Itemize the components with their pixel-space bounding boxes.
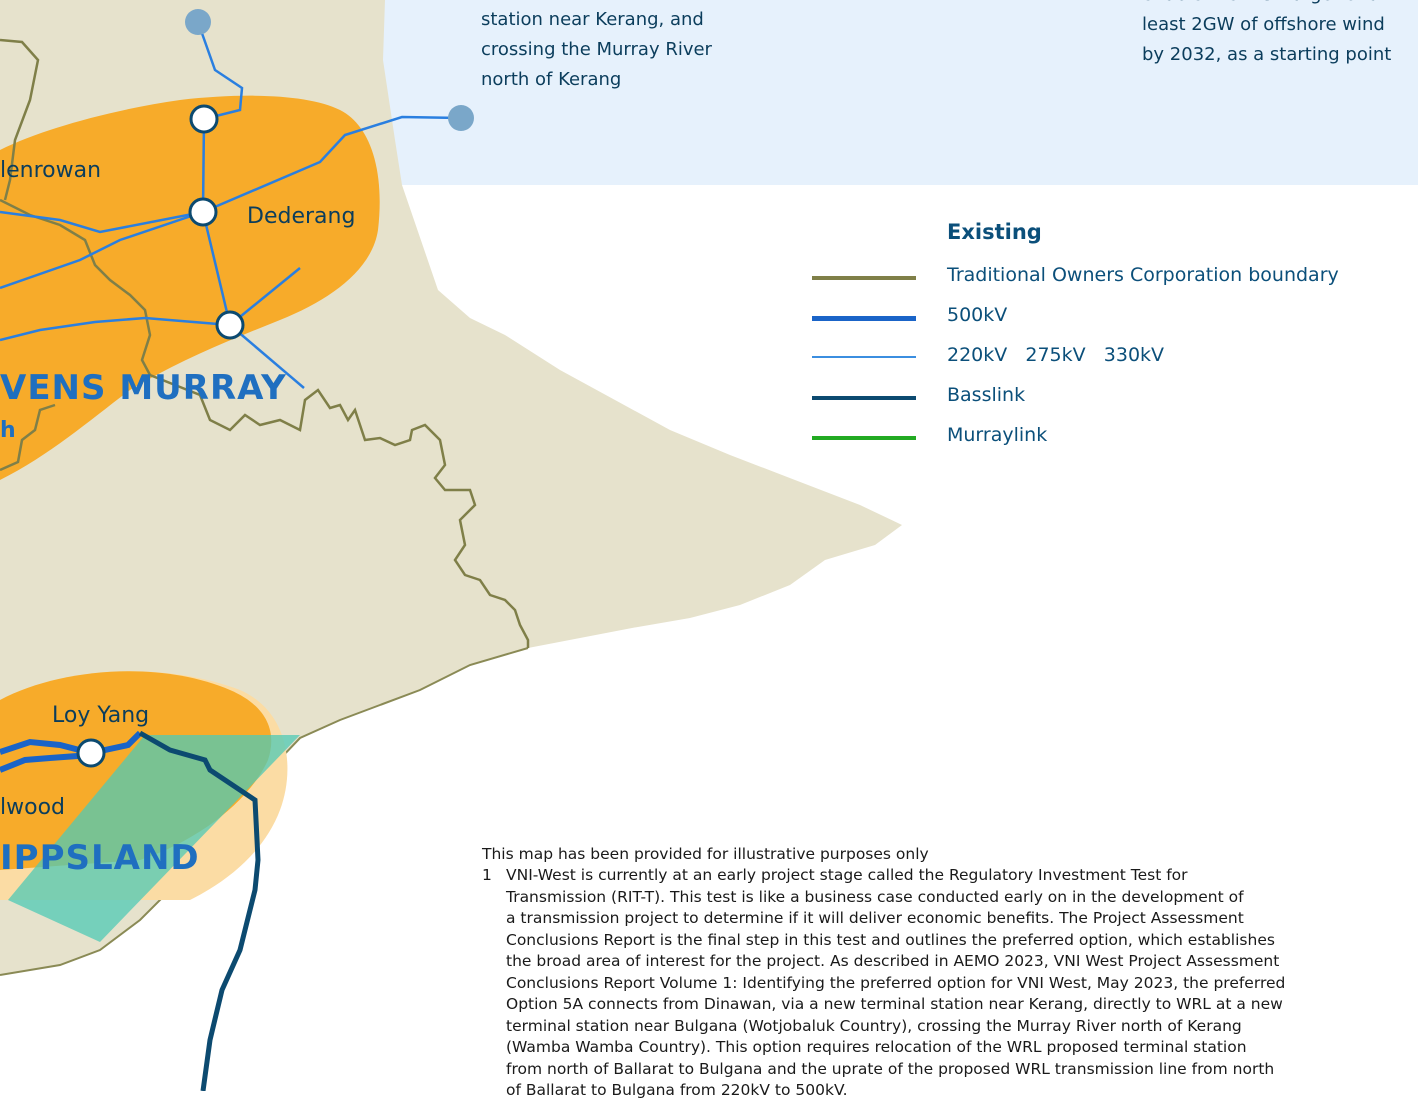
- substation-loy-yang: [76, 738, 106, 768]
- legend-item-basslink: Basslink: [812, 382, 1412, 412]
- legend-label: 500kV: [947, 304, 1008, 326]
- footnote-line: Conclusions Report Volume 1: Identifying…: [506, 973, 1286, 992]
- footnote-line: a transmission project to determine if i…: [506, 909, 1244, 927]
- legend-swatch-220kv: [812, 356, 916, 358]
- basslink-line: [138, 730, 261, 1091]
- top-note-right-line: by 2032, as a starting point: [1142, 44, 1392, 65]
- top-note-right-line: least 2GW of offshore wind: [1142, 14, 1385, 35]
- legend-label: Murraylink: [947, 424, 1048, 446]
- endpoint-north: [185, 9, 211, 35]
- top-note-middle-line: crossing the Murray River: [481, 39, 712, 60]
- to-boundary-west: [0, 403, 56, 472]
- footnote-line: terminal station near Bulgana (Wotjobalu…: [506, 1016, 1242, 1035]
- substations: [76, 104, 245, 768]
- legend-item-murraylink: Murraylink: [812, 422, 1412, 452]
- footnote-line: (Wamba Wamba Country). This option requi…: [506, 1038, 1247, 1056]
- footnotes: This map has been provided for illustrat…: [482, 843, 1418, 1102]
- place-label-loy-yang: Loy Yang: [52, 703, 150, 728]
- legend-label: Basslink: [947, 384, 1026, 406]
- footnote-line: Conclusions Report is the final step in …: [506, 930, 1275, 949]
- substation-north: [189, 104, 219, 134]
- top-note-middle: station near Kerang, and crossing the Mu…: [481, 5, 712, 95]
- legend-label: 220kV 275kV 330kV: [947, 344, 1165, 366]
- legend-swatch-to-boundary: [812, 276, 916, 280]
- legend-label: Traditional Owners Corporation boundary: [947, 264, 1339, 286]
- endpoint-east: [448, 105, 474, 131]
- top-note-middle-line: station near Kerang, and: [481, 9, 704, 30]
- top-note-right: enable the first target of at least 2GW …: [1142, 0, 1391, 70]
- ovens-murray-region: [0, 95, 380, 481]
- region-label-fragment: h: [0, 418, 17, 443]
- top-note-middle-line: north of Kerang: [481, 69, 622, 90]
- top-note-right-line: enable the first target of at: [1142, 0, 1391, 10]
- offshore-wind-zone: [8, 735, 300, 942]
- legend-title: Existing: [947, 220, 1042, 244]
- footnote-item: 1 VNI-West is currently at an early proj…: [482, 865, 1418, 1102]
- footnote-line: the broad area of interest for the proje…: [506, 952, 1280, 970]
- legend-item-to-boundary: Traditional Owners Corporation boundary: [812, 262, 1412, 292]
- legend-swatch-murraylink: [812, 436, 916, 440]
- disclaimer: This map has been provided for illustrat…: [482, 845, 929, 863]
- to-boundary-north: [0, 38, 40, 201]
- legend-item-220kv: 220kV 275kV 330kV: [812, 342, 1412, 372]
- place-label-dederang: Dederang: [247, 204, 356, 229]
- interconnector-endpoints: [185, 9, 474, 131]
- footnote-line: Transmission (RIT-T). This test is like …: [506, 887, 1244, 906]
- footnote-line: from north of Ballarat to Bulgana and th…: [506, 1059, 1275, 1078]
- region-label-ovens-murray: VENS MURRAY: [0, 368, 287, 408]
- region-label-gippsland: IPPSLAND: [0, 838, 200, 878]
- legend-swatch-500kv: [812, 316, 916, 321]
- legend-swatch-basslink: [812, 396, 916, 400]
- footnote-number: 1: [482, 866, 492, 884]
- to-boundary-murray: [0, 198, 530, 648]
- substation-south: [215, 310, 245, 340]
- footnote-line: Option 5A connects from Dinawan, via a n…: [506, 995, 1283, 1013]
- place-label-glenrowan: lenrowan: [0, 158, 102, 183]
- transmission-lines-220kv: [0, 21, 462, 389]
- legend-item-500kv: 500kV: [812, 302, 1412, 332]
- footnote-line: VNI-West is currently at an early projec…: [506, 866, 1188, 884]
- place-label-hazelwood: lwood: [0, 795, 65, 820]
- substation-dederang: [188, 197, 218, 227]
